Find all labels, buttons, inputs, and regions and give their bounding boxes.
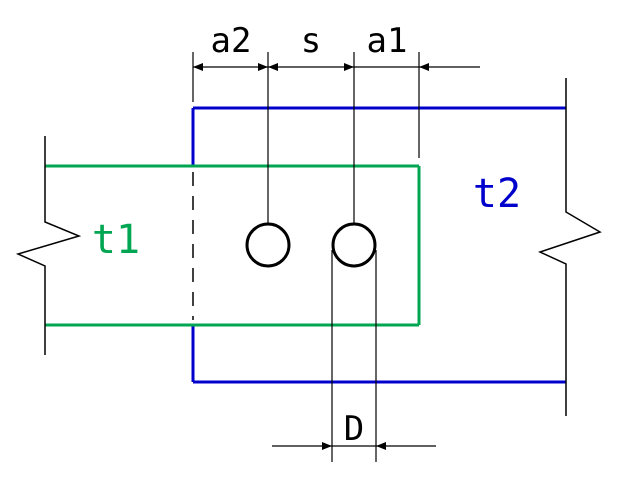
break-line-left [15, 136, 82, 355]
bolt-holes [245, 222, 377, 268]
label-t1: t1 [92, 217, 140, 263]
bolt-hole-2 [331, 222, 377, 268]
label-t2: t2 [473, 171, 521, 217]
break-line-right [537, 78, 602, 416]
dimension-lines [193, 63, 480, 450]
plate-t2 [191, 106, 566, 384]
label-a2: a2 [211, 21, 252, 61]
bolt-hole-1 [245, 222, 291, 268]
label-d: D [344, 409, 364, 449]
plate-t1 [45, 164, 421, 327]
label-a1: a1 [367, 21, 408, 61]
extension-lines [192, 52, 420, 462]
break-lines [15, 78, 602, 416]
label-s: s [301, 21, 321, 61]
